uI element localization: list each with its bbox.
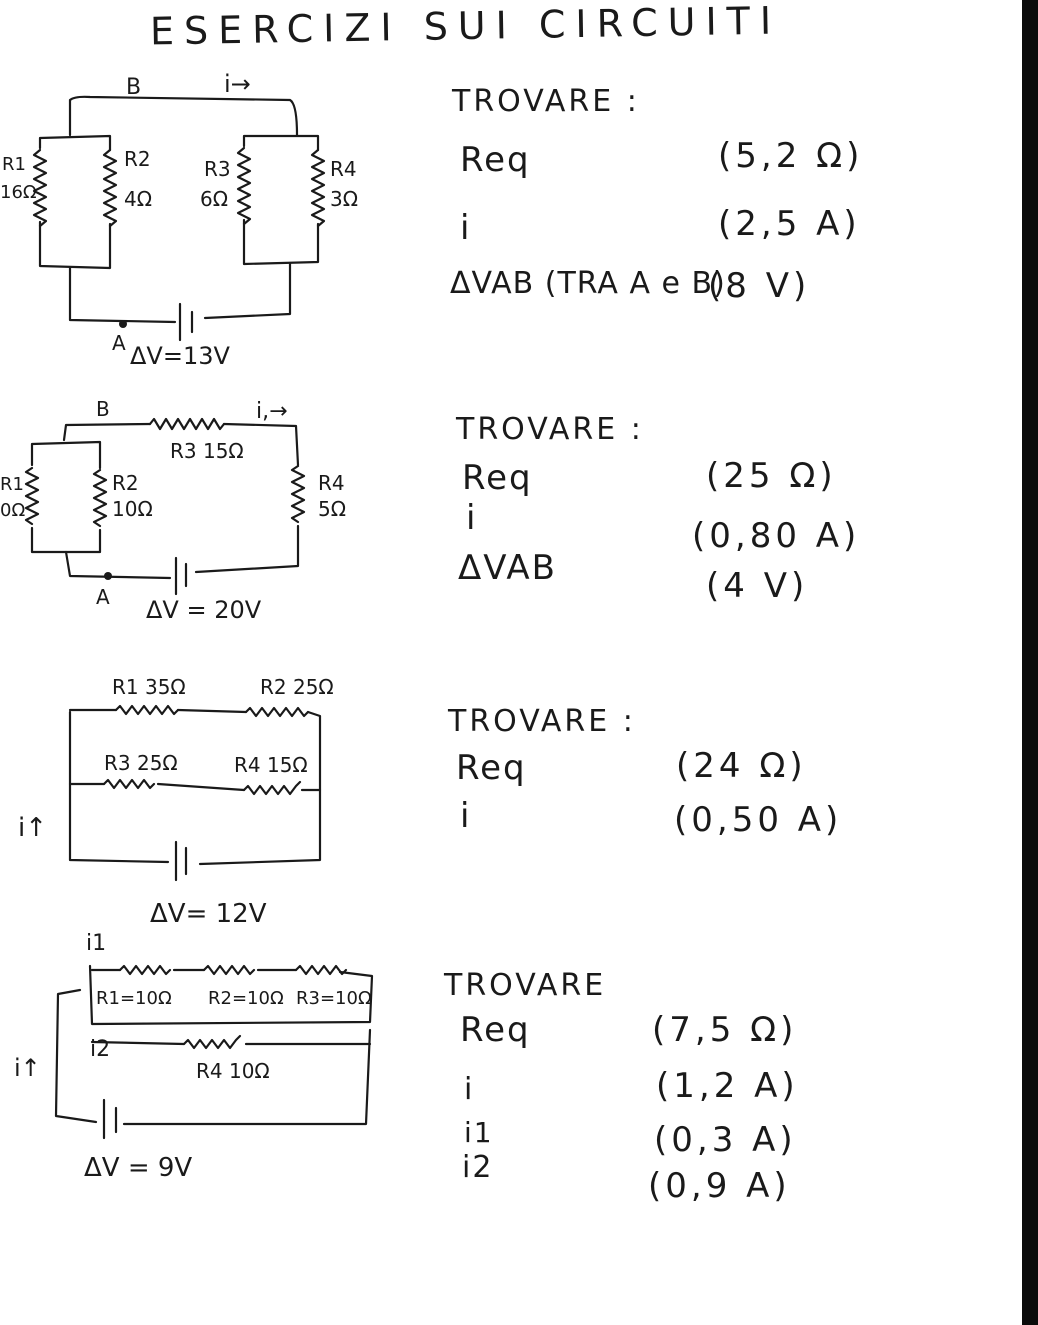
svg-text:R2: R2 [124,147,151,171]
resistor-icon [290,464,306,524]
svg-text:R1=10Ω: R1=10Ω [96,988,172,1009]
resistor-icon [244,706,310,718]
svg-text:i2: i2 [90,1037,110,1062]
answer-req-2: (25 Ω) [706,456,837,496]
svg-text:ΔV = 9V: ΔV = 9V [84,1153,192,1183]
svg-text:R2: R2 [112,471,139,495]
node-dot-icon [119,320,127,328]
resistor-icon [24,466,40,526]
resistor-icon [114,704,180,716]
find-item-i2-4: i2 [462,1150,494,1185]
find-item-i-2: i [466,498,478,538]
answer-i2-4: (0,9 A) [648,1166,791,1206]
svg-text:0Ω: 0Ω [0,500,25,521]
circuit-3: R1 35Ω R2 25Ω R3 25Ω R4 15Ω i↑ ΔV= 12V [18,675,334,929]
svg-text:R3 15Ω: R3 15Ω [170,439,244,463]
svg-text:4Ω: 4Ω [124,187,152,211]
svg-text:i→: i→ [224,70,251,98]
find-item-req-2: Req [462,458,533,498]
find-item-i-4: i [464,1072,475,1107]
resistor-icon [182,1034,242,1050]
battery-icon [102,1098,118,1140]
find-label-1: TROVARE : [452,84,640,119]
resistor-icon [242,780,302,796]
answer-dvab-2: (4 V) [706,566,809,606]
svg-text:i↑: i↑ [14,1054,41,1082]
find-label-3: TROVARE : [448,704,636,739]
find-item-i-1: i [460,208,472,248]
svg-text:R3=10Ω: R3=10Ω [296,988,372,1009]
svg-text:R2 25Ω: R2 25Ω [260,675,334,699]
svg-text:R4: R4 [330,157,357,181]
battery-icon [178,302,194,342]
svg-text:ΔV=13V: ΔV=13V [130,342,230,370]
resistor-icon [148,417,226,431]
find-label-4: TROVARE [444,968,607,1003]
find-item-dvab-1: ΔVAB (TRA A e B) [450,266,726,301]
answer-i-2: (0,80 A) [692,516,861,556]
find-item-req-1: Req [460,140,531,180]
answer-req-3: (24 Ω) [676,746,807,786]
svg-text:R3: R3 [204,157,231,181]
resistor-icon [236,146,252,226]
svg-text:i1: i1 [86,931,106,956]
svg-text:10Ω: 10Ω [112,497,153,521]
svg-text:16Ω: 16Ω [0,182,37,203]
svg-text:3Ω: 3Ω [330,187,358,211]
answer-req-1: (5,2 Ω) [718,136,864,176]
battery-icon [174,556,188,596]
svg-text:R1 35Ω: R1 35Ω [112,675,186,699]
resistor-icon [310,148,326,228]
svg-text:A: A [96,585,110,609]
svg-text:ΔV= 12V: ΔV= 12V [150,899,267,929]
resistor-icon [202,964,256,976]
svg-text:5Ω: 5Ω [318,497,346,521]
answer-i-1: (2,5 A) [718,204,861,244]
svg-text:B: B [126,75,141,100]
find-item-req-3: Req [456,748,527,788]
find-item-i-3: i [460,796,472,836]
svg-text:R4: R4 [318,471,345,495]
battery-icon [174,840,188,882]
resistor-icon [294,964,348,976]
resistor-icon [118,964,172,976]
circuit-2: B i,→ R3 15Ω R1 0Ω R2 10Ω R4 5Ω A ΔV = 2… [0,397,346,624]
find-item-dvab-2: ΔVAB [458,548,557,588]
resistor-icon [32,148,48,228]
svg-text:R1: R1 [2,154,26,175]
answer-i-4: (1,2 A) [656,1066,799,1106]
svg-text:i↑: i↑ [18,813,47,843]
svg-text:ΔV = 20V: ΔV = 20V [146,596,262,624]
find-label-2: TROVARE : [456,412,644,447]
resistor-icon [102,778,156,790]
svg-text:R4 15Ω: R4 15Ω [234,753,308,777]
svg-text:R1: R1 [0,474,24,495]
answer-dvab-1: (8 V) [708,266,811,306]
answer-i-3: (0,50 A) [674,800,843,840]
circuit-4: i1 i2 R1=10Ω R2=10Ω R3=10Ω R4 10Ω i↑ ΔV … [14,931,374,1183]
answer-i1-4: (0,3 A) [654,1120,797,1160]
svg-text:i,→: i,→ [256,399,288,424]
resistor-icon [92,468,108,528]
svg-text:R2=10Ω: R2=10Ω [208,988,284,1009]
svg-text:6Ω: 6Ω [200,187,228,211]
find-item-req-4: Req [460,1010,531,1050]
node-dot-icon [104,572,112,580]
scan-edge [1022,0,1038,1325]
svg-text:R4 10Ω: R4 10Ω [196,1059,270,1083]
svg-text:A: A [112,331,126,355]
answer-req-4: (7,5 Ω) [652,1010,798,1050]
svg-text:B: B [96,397,110,421]
svg-text:R3 25Ω: R3 25Ω [104,751,178,775]
find-item-i1-4: i1 [464,1116,494,1149]
resistor-icon [102,148,118,228]
circuit-1: B i→ R1 16Ω R2 4Ω R3 6Ω R4 3Ω A ΔV=13V [0,70,358,370]
